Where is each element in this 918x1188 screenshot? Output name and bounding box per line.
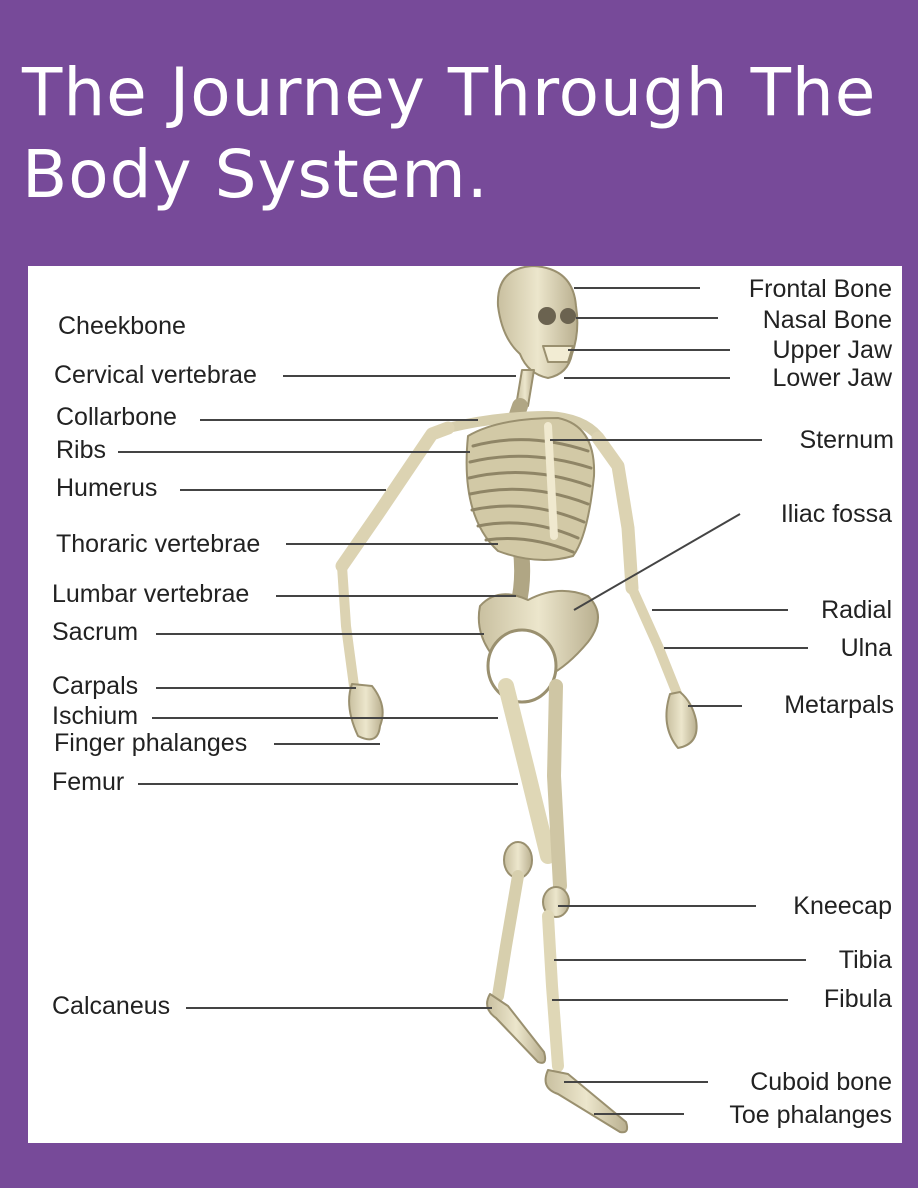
label-nasal-bone: Nasal Bone bbox=[760, 306, 894, 334]
label-cuboid-bone: Cuboid bone bbox=[748, 1068, 894, 1096]
label-ulna: Ulna bbox=[838, 634, 894, 662]
label-radial: Radial bbox=[819, 596, 894, 624]
label-tibia: Tibia bbox=[836, 946, 894, 974]
label-calcaneus: Calcaneus bbox=[50, 992, 173, 1020]
label-upper-jaw: Upper Jaw bbox=[770, 336, 894, 364]
skeleton-illustration bbox=[118, 266, 808, 1134]
label-metarpals: Metarpals bbox=[782, 691, 896, 719]
label-frontal-bone: Frontal Bone bbox=[746, 275, 894, 303]
label-sacrum: Sacrum bbox=[50, 618, 141, 646]
label-ribs: Ribs bbox=[54, 436, 109, 464]
label-kneecap: Kneecap bbox=[791, 892, 894, 920]
leader-lines bbox=[118, 287, 808, 1115]
label-femur: Femur bbox=[50, 768, 127, 796]
leader-iliac bbox=[573, 513, 741, 611]
label-lumbar-vertebrae: Lumbar vertebrae bbox=[50, 580, 252, 608]
label-collarbone: Collarbone bbox=[54, 403, 179, 431]
label-thoraric-vertebrae: Thoraric vertebrae bbox=[54, 530, 263, 558]
label-finger-phalanges: Finger phalanges bbox=[52, 729, 250, 757]
skeleton-figure bbox=[335, 266, 698, 1134]
label-humerus: Humerus bbox=[54, 474, 160, 502]
label-fibula: Fibula bbox=[821, 985, 894, 1013]
page-title: The Journey Through The Body System. bbox=[22, 54, 877, 213]
label-toe-phalanges: Toe phalanges bbox=[727, 1101, 894, 1129]
label-lower-jaw: Lower Jaw bbox=[770, 364, 894, 392]
label-cheekbone: Cheekbone bbox=[56, 312, 188, 340]
label-ischium: Ischium bbox=[50, 702, 141, 730]
label-iliac-fossa: Iliac fossa bbox=[778, 500, 894, 528]
label-carpals: Carpals bbox=[50, 672, 141, 700]
label-cervical-vertebrae: Cervical vertebrae bbox=[52, 361, 259, 389]
label-sternum: Sternum bbox=[797, 426, 896, 454]
skeleton-diagram-panel: Cheekbone Cervical vertebrae Collarbone … bbox=[28, 266, 902, 1143]
